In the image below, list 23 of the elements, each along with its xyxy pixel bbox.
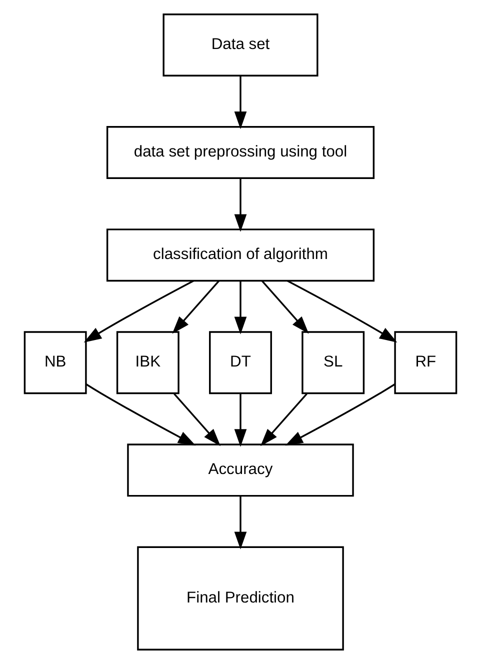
node-box: NB	[23, 331, 86, 394]
node-box: Final Prediction	[136, 546, 344, 650]
arrow	[173, 393, 220, 446]
arrow	[83, 280, 194, 342]
node-box: classification of algorithm	[106, 228, 374, 282]
arrow	[172, 280, 220, 334]
node-box: Data set	[162, 14, 318, 76]
node-box: Accuracy	[126, 444, 354, 497]
node-box: RF	[394, 331, 457, 394]
arrow	[284, 383, 395, 446]
arrow	[286, 280, 397, 342]
arrow	[234, 280, 246, 334]
arrow	[234, 394, 246, 447]
arrow	[234, 178, 246, 232]
node-box: data set preprossing using tool	[106, 126, 374, 180]
node-box: IBK	[116, 331, 179, 394]
arrow	[85, 383, 196, 446]
arrow	[260, 393, 307, 446]
node-box: DT	[208, 331, 272, 394]
arrow	[234, 76, 246, 130]
arrow	[234, 496, 246, 550]
arrow	[260, 280, 308, 334]
node-box: SL	[301, 331, 364, 394]
